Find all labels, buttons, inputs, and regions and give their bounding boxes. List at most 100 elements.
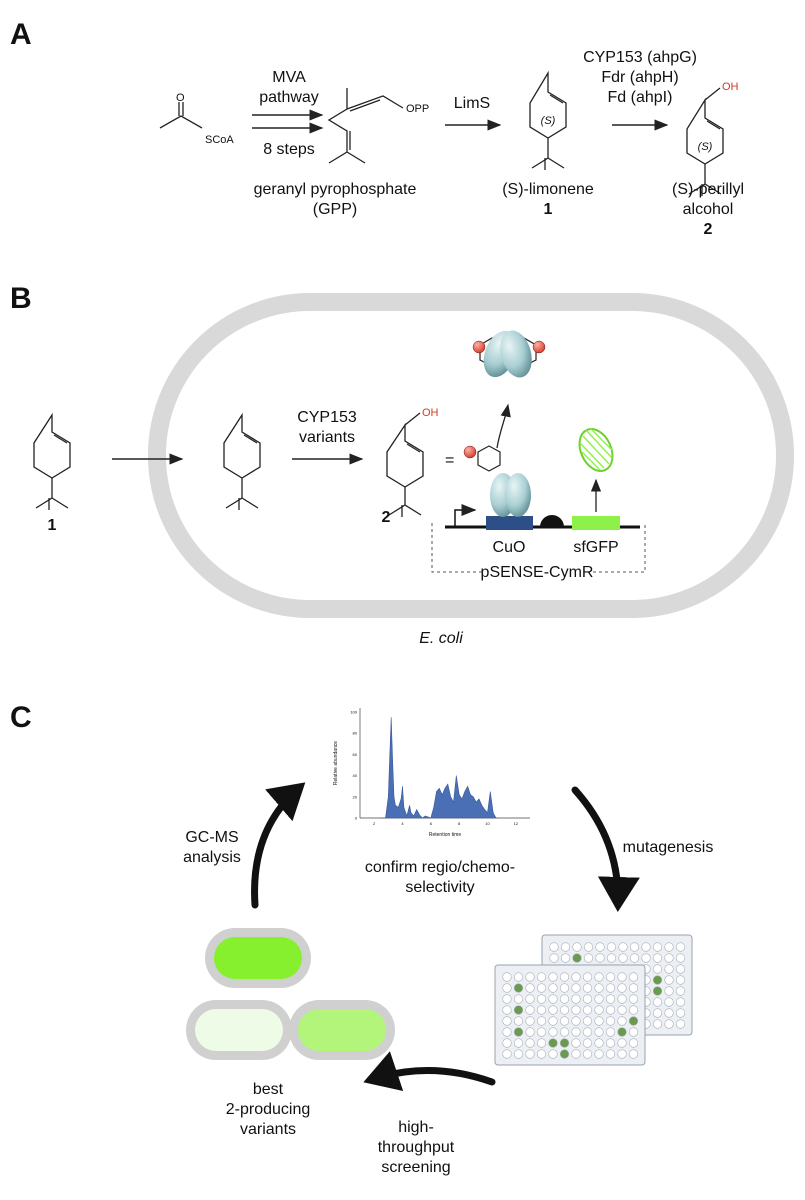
well — [605, 972, 616, 982]
fd-ahpi: Fd (ahpI) — [608, 89, 673, 106]
chart-ytick-label: 100 — [350, 710, 357, 715]
well — [675, 1008, 686, 1018]
well — [617, 983, 627, 993]
chart-xlabel: Retention time — [429, 832, 461, 838]
gcms-label-1: GC-MS — [185, 829, 238, 846]
limonene-structure: (S) (S)-limonene 1 — [502, 70, 594, 218]
gpp-structure: OPP geranyl pyrophosphate (GPP) — [254, 88, 429, 218]
confirm-label-1: confirm regio/chemo- — [365, 859, 515, 876]
well — [652, 953, 663, 963]
well — [536, 1038, 547, 1048]
derepression-arrow — [496, 403, 511, 449]
best-label-1: best — [253, 1081, 284, 1098]
well — [595, 953, 605, 963]
bacterium-bright — [205, 928, 311, 988]
gpp-opp-label: OPP — [406, 103, 429, 115]
perillyl-number: 2 — [704, 221, 713, 238]
hit-well — [652, 986, 663, 996]
well — [595, 942, 605, 952]
limonene-stereo: (S) — [541, 115, 556, 127]
well — [571, 1016, 581, 1026]
pSENSE-circuit: CuO sfGFP pSENSE-CymR — [431, 427, 646, 581]
well — [628, 1027, 639, 1037]
chart-ytick-label: 0 — [355, 816, 358, 821]
gpp-name-2: (GPP) — [313, 201, 357, 218]
well — [548, 1049, 558, 1059]
well — [502, 1038, 512, 1048]
well — [548, 1016, 558, 1026]
cyp153-ahpg: CYP153 (ahpG) — [583, 49, 697, 66]
perillyl-alcohol-inside-structure: OH 2 — [382, 407, 439, 526]
well — [605, 1027, 616, 1037]
well — [502, 1027, 512, 1037]
mutagenesis-arrow — [571, 786, 640, 912]
well — [548, 1027, 558, 1037]
plasmid-label: pSENSE-CymR — [481, 564, 594, 581]
ecoli-cell-outline — [148, 293, 794, 618]
well — [605, 1005, 616, 1015]
arrow-mva: MVA pathway 8 steps — [252, 69, 324, 158]
well — [502, 1005, 512, 1015]
well — [617, 1049, 627, 1059]
well — [571, 1049, 581, 1059]
well — [525, 1049, 535, 1059]
well — [525, 1027, 535, 1037]
well — [675, 986, 686, 996]
limonene-number: 1 — [544, 201, 553, 218]
fdr-ahph: Fdr (ahpH) — [601, 69, 678, 86]
well-plate-front — [494, 964, 646, 1066]
promoter-icon — [454, 504, 477, 527]
chart-xtick-label: 8 — [458, 821, 461, 826]
well — [675, 942, 686, 952]
well — [548, 994, 558, 1004]
mva-label: MVA — [272, 69, 306, 86]
organism-label: E. coli — [419, 630, 463, 647]
well — [675, 964, 686, 974]
well — [536, 1016, 547, 1026]
variants-label: variants — [299, 429, 355, 446]
well — [664, 964, 674, 974]
well — [664, 997, 674, 1007]
well — [548, 983, 558, 993]
svg-text:O: O — [176, 92, 185, 104]
well — [559, 983, 570, 993]
screening-label-1: high- — [398, 1119, 434, 1136]
mutagenesis-label: mutagenesis — [623, 839, 714, 856]
well — [559, 994, 570, 1004]
steps-label: 8 steps — [263, 141, 315, 158]
well — [629, 942, 640, 952]
well — [549, 942, 559, 952]
well — [628, 1005, 639, 1015]
well — [582, 1016, 593, 1026]
hit-well — [513, 983, 524, 993]
well — [617, 1038, 627, 1048]
arrow-cyp153: CYP153 (ahpG) Fdr (ahpH) Fd (ahpI) — [583, 49, 697, 131]
well — [559, 1005, 570, 1015]
bacterium-pale — [186, 1000, 292, 1060]
well — [502, 1049, 512, 1059]
well — [525, 994, 535, 1004]
well — [559, 972, 570, 982]
well — [571, 1005, 581, 1015]
well — [628, 994, 639, 1004]
well — [605, 1038, 616, 1048]
well — [605, 1016, 616, 1026]
well — [652, 964, 663, 974]
perillyl-stereo: (S) — [698, 141, 713, 153]
chromatogram-trace — [379, 717, 499, 819]
well — [628, 972, 639, 982]
chart-ylabel: Relative abundance — [333, 741, 339, 785]
acetyl-scoa-label: SCoA — [205, 134, 234, 146]
screening-label-3: screening — [381, 1159, 450, 1176]
well — [513, 994, 524, 1004]
cymr-repressor-icon — [490, 473, 531, 517]
gfp-barrel-icon — [578, 427, 614, 472]
well — [652, 942, 663, 952]
screening-arrow — [363, 1051, 496, 1092]
well — [536, 1049, 547, 1059]
cyp153-label: CYP153 — [297, 409, 357, 426]
acetyl-coa-structure: O SCoA — [159, 92, 234, 146]
well — [628, 1049, 639, 1059]
well — [571, 972, 581, 982]
well — [513, 1038, 524, 1048]
